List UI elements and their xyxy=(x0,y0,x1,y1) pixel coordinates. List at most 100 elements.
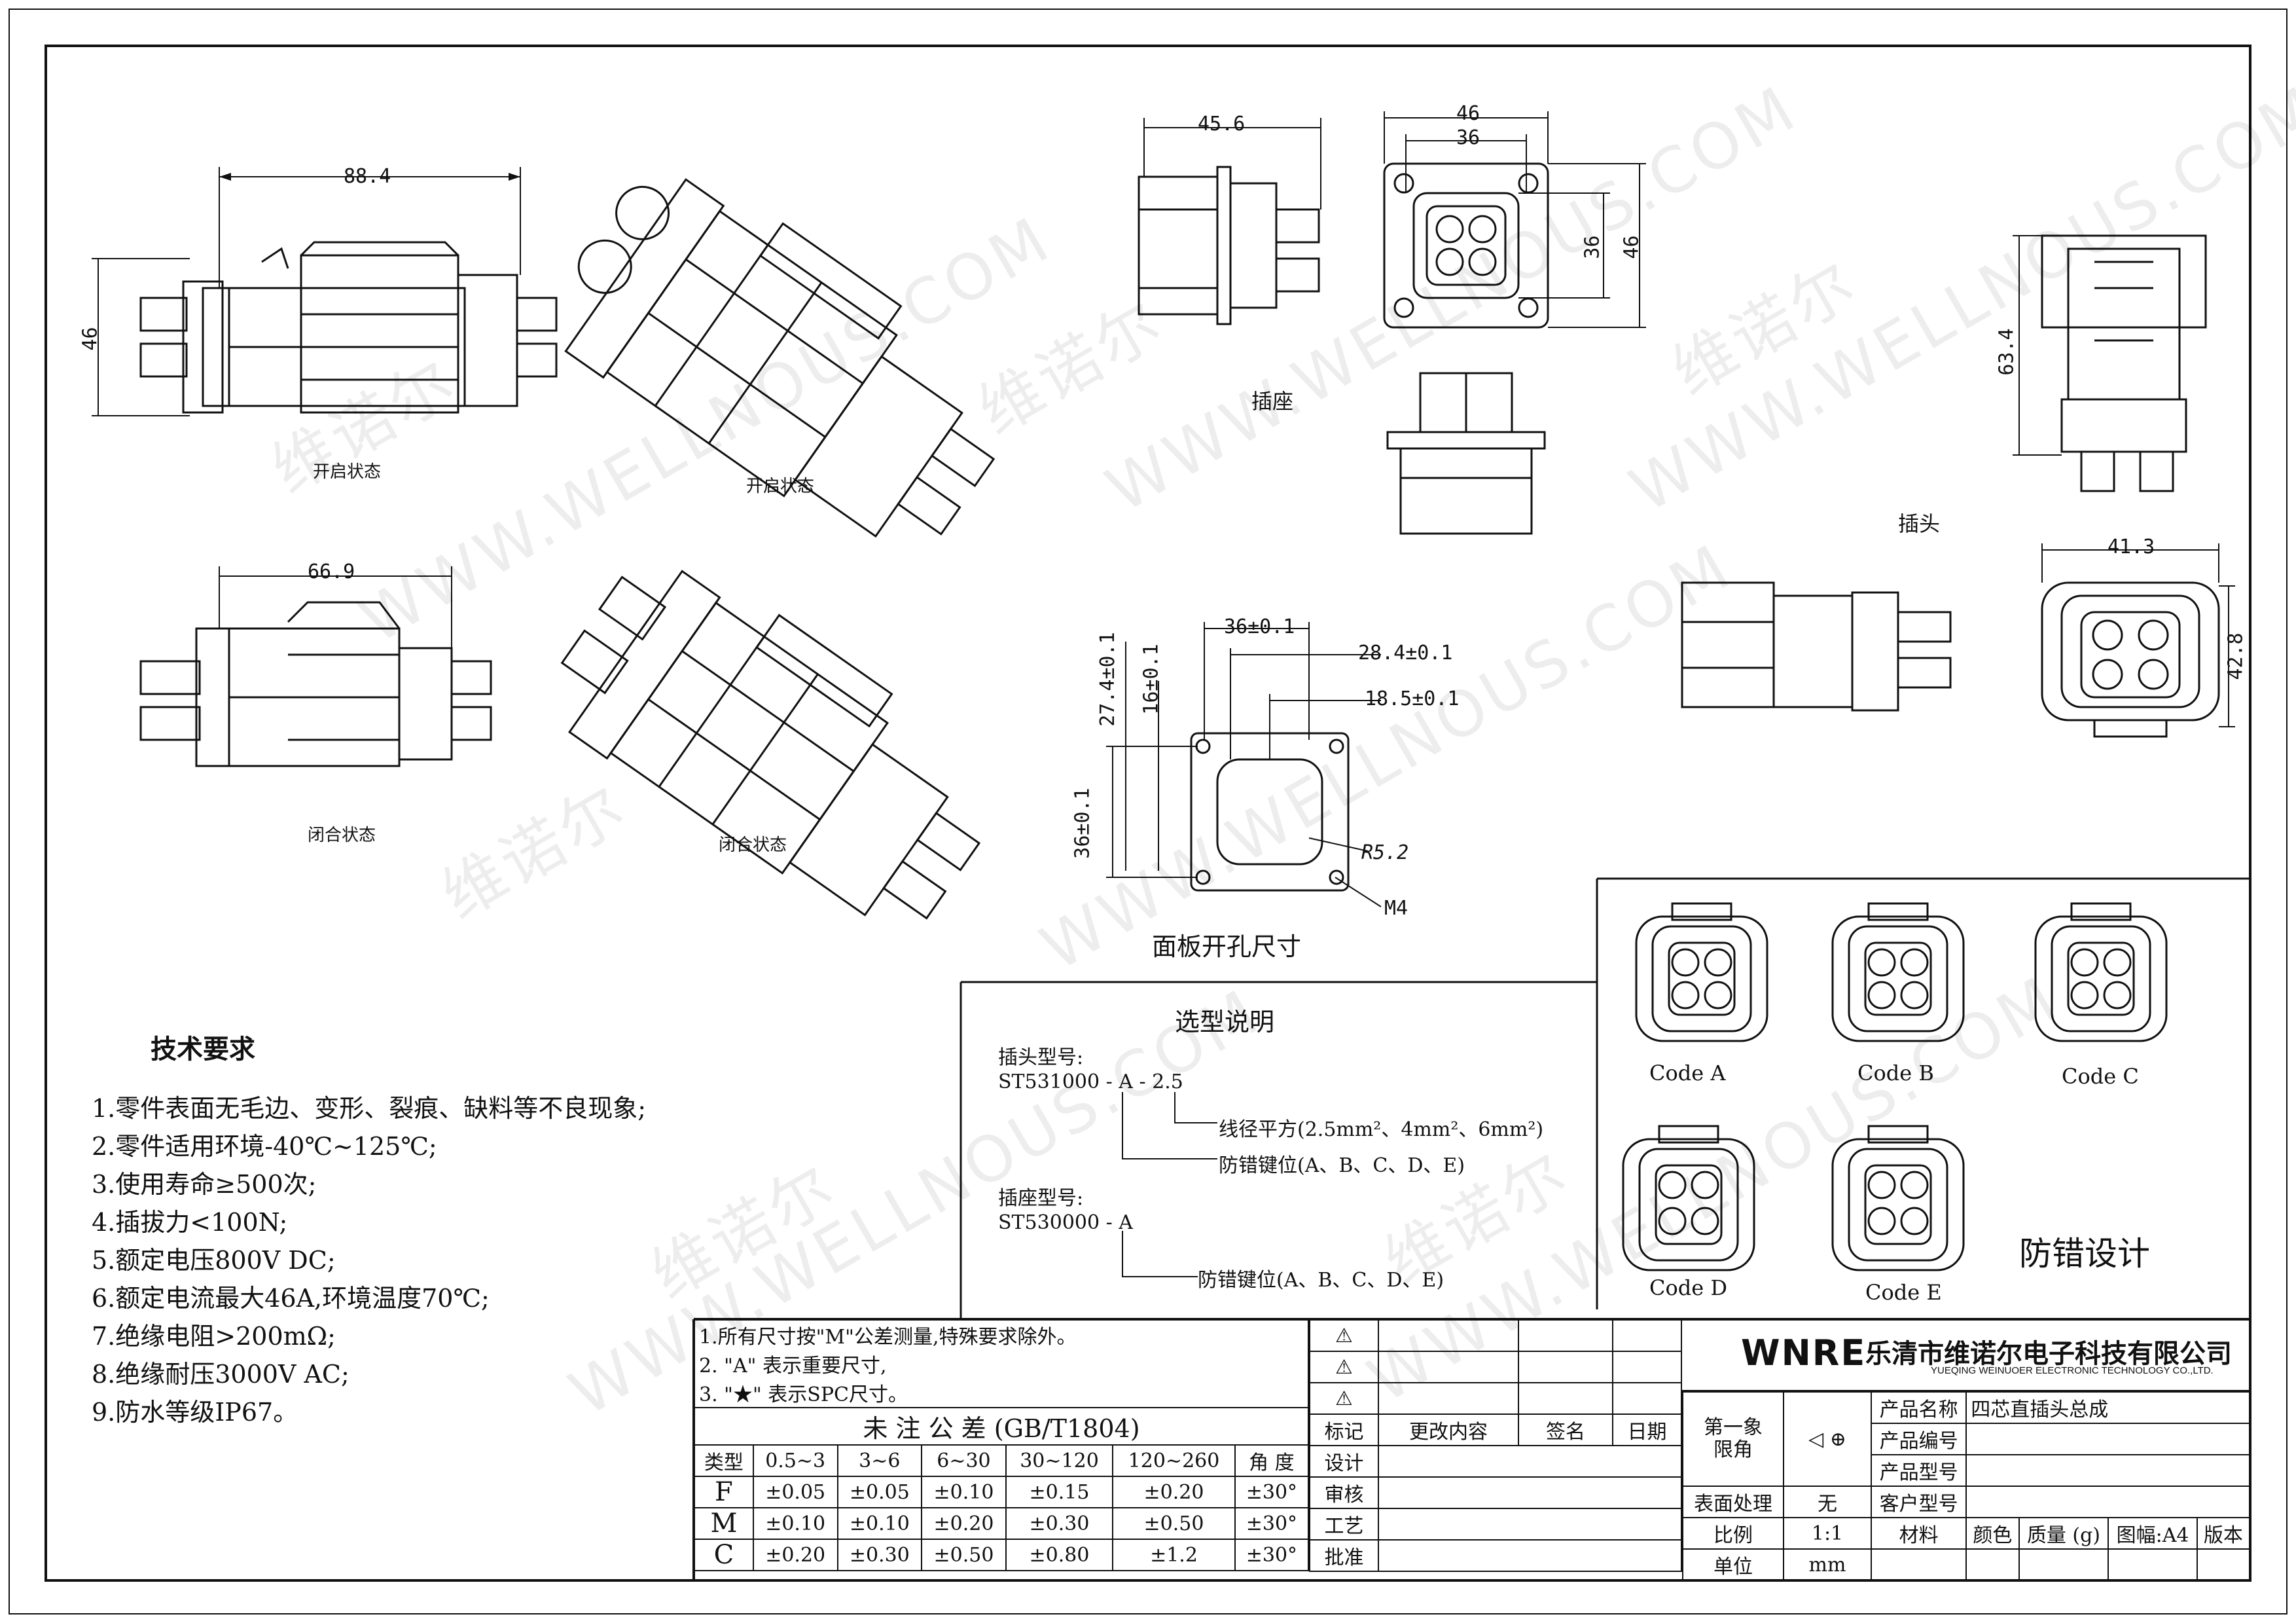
plug-side-view-2 xyxy=(1681,581,1952,712)
selection-plug-model: ST531000 - A - 2.5 xyxy=(998,1070,1183,1093)
note-2: 2. "A" 表示重要尺寸, xyxy=(694,1349,1309,1378)
tolerance-header-row: 类型 0.5~3 3~6 6~30 30~120 120~260 角 度 xyxy=(694,1444,1310,1477)
view-label-socket: 插座 xyxy=(1251,389,1294,414)
unit-value: mm xyxy=(1783,1548,1872,1581)
tolerance-title: 未 注 公 差 (GB/T1804) xyxy=(694,1407,1309,1446)
dim-cut-16: 16±0.1 xyxy=(1139,644,1163,715)
color-label: 颜色 xyxy=(1965,1517,2020,1550)
tolerance-cell: ±1.2 xyxy=(1112,1539,1236,1571)
rev-header: 更改内容 xyxy=(1378,1413,1519,1446)
isometric-open xyxy=(564,178,996,538)
code-label-c: Code C xyxy=(2062,1064,2139,1089)
surface-label: 表面处理 xyxy=(1682,1486,1784,1518)
tolerance-cell: ±0.20 xyxy=(921,1507,1007,1540)
dim-m4: M4 xyxy=(1384,897,1408,920)
company-name-en: YUEQING WEINUOER ELECTRONIC TECHNOLOGY C… xyxy=(1931,1365,2214,1376)
note-3: 3. "★" 表示SPC尺寸。 xyxy=(694,1378,1309,1408)
code-faces xyxy=(1622,902,2168,1271)
dim-cut-27-4: 27.4±0.1 xyxy=(1096,632,1119,727)
tech-item: 2.零件适用环境-40℃~125℃; xyxy=(92,1132,437,1161)
tolerance-cell: ±0.50 xyxy=(1112,1507,1236,1540)
side-view-open xyxy=(139,241,558,414)
tolerance-header: 0.5~3 xyxy=(752,1444,838,1477)
tolerance-cell: ±0.30 xyxy=(836,1539,923,1571)
projection-label: 第一象 限角 xyxy=(1682,1391,1784,1487)
product-name: 四芯直插头总成 xyxy=(1965,1391,2250,1424)
tolerance-header: 3~6 xyxy=(836,1444,923,1477)
tech-item: 6.额定电流最大46A,环境温度70℃; xyxy=(92,1284,490,1313)
note-1: 1.所有尺寸按"M"公差测量,特殊要求除外。 xyxy=(694,1319,1309,1349)
dim-cut-36x: 36±0.1 xyxy=(1224,615,1295,638)
dim-66-9: 66.9 xyxy=(308,560,355,583)
tolerance-cell: ±30° xyxy=(1234,1476,1310,1508)
view-label-plug: 插头 xyxy=(1898,511,1941,536)
dim-36-right: 36 xyxy=(1581,235,1604,259)
rev-mark-icon: ⚠ xyxy=(1309,1351,1379,1383)
view-label-open-1: 开启状态 xyxy=(313,462,382,482)
plug-side-view xyxy=(2041,234,2207,492)
company-name-cn: 乐清市维诺尔电子科技有限公司 xyxy=(1865,1339,2232,1369)
product-model-label: 产品型号 xyxy=(1870,1454,1967,1487)
tech-item: 5.额定电压800V DC; xyxy=(92,1246,336,1275)
tech-item: 8.绝缘耐压3000V AC; xyxy=(92,1360,350,1389)
dim-42-8: 42.8 xyxy=(2224,632,2248,680)
tolerance-cell: ±0.10 xyxy=(752,1507,838,1540)
tolerance-cell: F xyxy=(694,1476,754,1508)
dim-88-4: 88.4 xyxy=(344,165,391,188)
tech-requirements: 技术要求 1.零件表面无毛边、变形、裂痕、缺料等不良现象; 2.零件适用环境-4… xyxy=(92,1028,646,1431)
dim-cut-18-5: 18.5±0.1 xyxy=(1365,687,1460,710)
tech-item: 1.零件表面无毛边、变形、裂痕、缺料等不良现象; xyxy=(92,1094,647,1123)
tolerance-cell: C xyxy=(694,1539,754,1571)
tolerance-cell: ±0.15 xyxy=(1005,1476,1114,1508)
code-label-a: Code A xyxy=(1649,1061,1726,1085)
tolerance-cell: ±0.10 xyxy=(921,1476,1007,1508)
rev-role: 设计 xyxy=(1309,1445,1379,1478)
rev-header: 签名 xyxy=(1518,1413,1613,1446)
selection-wire-note: 线径平方(2.5mm²、4mm²、6mm²) xyxy=(1219,1118,1544,1141)
tolerance-header: 120~260 xyxy=(1112,1444,1236,1477)
selection-socket-model: ST530000 - A xyxy=(998,1211,1133,1234)
tolerance-cell: ±0.05 xyxy=(836,1476,923,1508)
tolerance-cell: ±0.20 xyxy=(752,1539,838,1571)
socket-side-view xyxy=(1138,166,1320,325)
dim-45-6: 45.6 xyxy=(1198,113,1246,136)
selection-key-note-1: 防错键位(A、B、C、D、E) xyxy=(1219,1154,1465,1177)
socket-bottom-view xyxy=(1386,372,1546,535)
view-label-open-2: 开启状态 xyxy=(746,477,815,496)
selection-plug-label: 插头型号: xyxy=(998,1046,1084,1069)
tolerance-header: 类型 xyxy=(694,1444,754,1477)
dim-r5-2: R5.2 xyxy=(1361,841,1409,864)
dim-46-right: 46 xyxy=(1620,235,1643,259)
tolerance-cell: ±0.50 xyxy=(921,1539,1007,1571)
dim-46-left: 46 xyxy=(79,327,102,351)
tolerance-cell: ±30° xyxy=(1234,1507,1310,1540)
rev-mark-icon: ⚠ xyxy=(1309,1319,1379,1352)
company-header: WNRE 乐清市维诺尔电子科技有限公司 YUEQING WEINUOER ELE… xyxy=(1682,1319,2250,1391)
tolerance-row: C ±0.20 ±0.30 ±0.50 ±0.80 ±1.2 ±30° xyxy=(694,1539,1310,1571)
tolerance-table: 1.所有尺寸按"M"公差测量,特殊要求除外。 2. "A" 表示重要尺寸, 3.… xyxy=(694,1319,1310,1571)
version-label: 版本 xyxy=(2196,1517,2251,1550)
scale-value: 1:1 xyxy=(1783,1517,1872,1550)
title-block: 第一象 限角 ◁ ⊕ 产品名称 四芯直插头总成 产品编号 产品型号 表面处理 无… xyxy=(1682,1391,2251,1581)
dim-41-3: 41.3 xyxy=(2108,536,2155,558)
view-label-closed-1: 闭合状态 xyxy=(308,826,376,845)
plug-front-view xyxy=(2041,581,2220,738)
product-name-label: 产品名称 xyxy=(1870,1391,1967,1424)
projection-symbol-icon: ◁ ⊕ xyxy=(1783,1391,1872,1487)
side-view-closed xyxy=(139,601,492,767)
dim-36-top: 36 xyxy=(1456,126,1480,149)
tech-item: 4.插拔力<100N; xyxy=(92,1208,288,1237)
view-label-panel-cutout: 面板开孔尺寸 xyxy=(1152,932,1302,961)
rev-role: 工艺 xyxy=(1309,1508,1379,1541)
tech-item: 9.防水等级IP67。 xyxy=(92,1398,298,1427)
customer-model-label: 客户型号 xyxy=(1870,1486,1967,1518)
selection-socket-label: 插座型号: xyxy=(998,1187,1084,1210)
tech-title: 技术要求 xyxy=(151,1034,255,1065)
isometric-closed xyxy=(560,570,981,920)
dim-63-4: 63.4 xyxy=(1995,328,2018,376)
tolerance-row: F ±0.05 ±0.05 ±0.10 ±0.15 ±0.20 ±30° xyxy=(694,1476,1310,1508)
tolerance-cell: ±0.05 xyxy=(752,1476,838,1508)
revision-table: ⚠ ⚠ ⚠ 标记 更改内容 签名 日期 设计 审核 工艺 批准 xyxy=(1309,1319,1682,1572)
rev-mark-icon: ⚠ xyxy=(1309,1382,1379,1415)
